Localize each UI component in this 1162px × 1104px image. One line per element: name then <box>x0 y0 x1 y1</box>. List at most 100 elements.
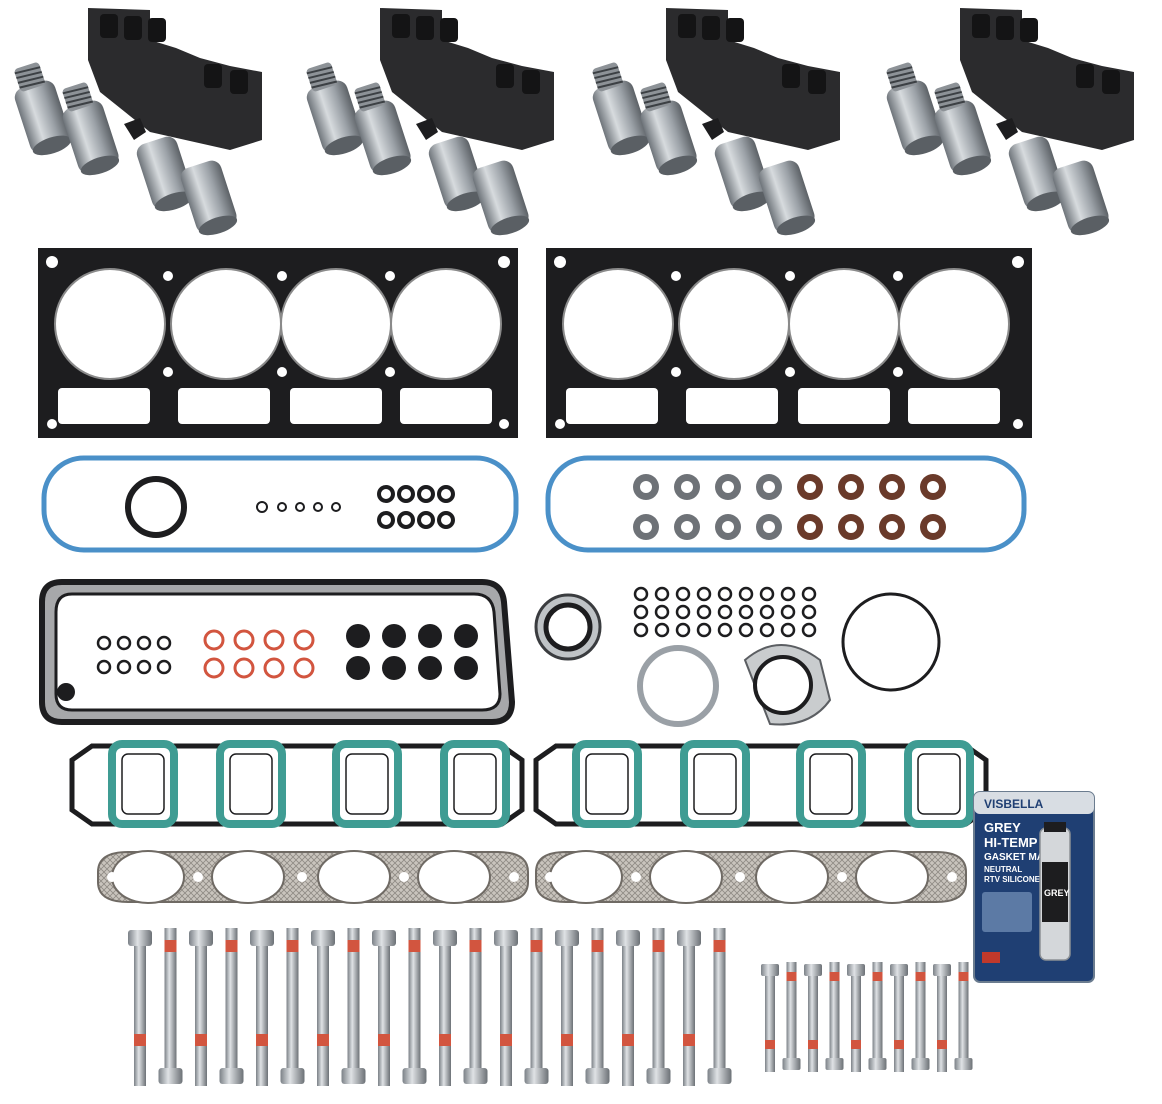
guide-bore <box>678 14 696 38</box>
lifter-guide-tray <box>666 8 840 150</box>
lifter-roller-end <box>32 135 72 156</box>
intake-port-inner <box>453 753 497 815</box>
spring-coil <box>65 95 92 104</box>
valley-o-ring <box>116 659 132 675</box>
valley-o-ring <box>156 635 172 651</box>
guide-bore <box>1020 18 1038 42</box>
spring-coil <box>14 66 41 75</box>
bolt-shank <box>378 946 390 1086</box>
valve-stem-seals <box>633 474 946 540</box>
thread-lock <box>765 1040 775 1049</box>
valley-grommet <box>418 656 442 680</box>
guide-bore <box>702 16 720 40</box>
bolt-shank <box>256 946 268 1086</box>
stem-seal-bore <box>804 521 816 533</box>
bolt-shank <box>894 976 904 1072</box>
thread-lock <box>786 972 797 981</box>
lifter-body <box>758 160 815 234</box>
guide-bore <box>124 16 142 40</box>
lifter-roller-end <box>324 135 364 156</box>
bolt-head <box>677 930 701 946</box>
tray-bolt <box>996 118 1018 140</box>
stem-seal-bore <box>886 521 898 533</box>
o-ring-grid <box>633 586 817 638</box>
bolt-head <box>341 1068 366 1084</box>
thread-lock <box>591 940 604 952</box>
intake-port-inner <box>585 753 629 815</box>
o-ring <box>780 586 796 602</box>
valve-cover-gasket-right <box>545 455 1027 553</box>
o-ring <box>437 485 455 503</box>
stem-seal-bore <box>845 521 857 533</box>
package-line1: GREY <box>984 820 1021 835</box>
o-ring <box>759 604 775 620</box>
hydraulic-lifter <box>14 62 72 156</box>
guide-bore <box>808 70 826 94</box>
valley-o-ring <box>116 635 132 651</box>
guide-bore <box>1102 70 1120 94</box>
lifter-roller-end <box>1026 191 1066 212</box>
bolt-head <box>311 930 335 946</box>
intake-port-inner <box>229 753 273 815</box>
thread-lock <box>256 1034 268 1046</box>
o-ring <box>417 511 435 529</box>
hydraulic-lifter <box>180 160 238 236</box>
o-ring <box>717 604 733 620</box>
sealant-tube: GREY <box>1039 822 1071 961</box>
bolt-shank <box>851 976 861 1072</box>
bolt-head <box>707 1068 732 1084</box>
exhaust-bolt-hole <box>545 872 555 882</box>
o-ring <box>675 604 691 620</box>
valley-o-ring <box>96 659 112 675</box>
o-ring <box>696 586 712 602</box>
guide-bore <box>522 70 540 94</box>
stem-seal-bore <box>845 481 857 493</box>
thread-lock <box>439 1034 451 1046</box>
o-ring <box>759 586 775 602</box>
spring-coil <box>592 66 619 75</box>
intake-port-inner <box>809 753 853 815</box>
thread-lock <box>164 940 177 952</box>
o-ring <box>654 604 670 620</box>
exhaust-gasket-body <box>535 851 967 903</box>
valley-orange-seal <box>233 657 255 679</box>
head-bolt-long <box>189 930 213 1086</box>
lifter-set <box>886 8 1134 236</box>
tray-bolt <box>124 118 146 140</box>
valley-orange-seal <box>263 629 285 651</box>
head-bolt-long <box>372 930 396 1086</box>
valley-grommet <box>346 656 370 680</box>
thread-lock <box>808 1040 818 1049</box>
exhaust-bolt-hole <box>107 872 117 882</box>
stem-seal-bore <box>804 481 816 493</box>
thread-lock <box>134 1034 146 1046</box>
guide-bore <box>100 14 118 38</box>
valley-grommet <box>418 624 442 648</box>
bolt-head <box>189 930 213 946</box>
bolt-head <box>555 930 579 946</box>
head-bolt-long <box>677 930 701 1086</box>
bolt-head <box>128 930 152 946</box>
head-bolt-short <box>911 962 930 1070</box>
lifter-body <box>180 160 237 234</box>
intake-port-inner <box>345 753 389 815</box>
bolt-shank <box>286 928 299 1070</box>
spring-coil <box>936 90 962 100</box>
spring-coil <box>308 70 334 80</box>
small-o-ring <box>295 502 305 512</box>
guide-bore <box>416 16 434 40</box>
valley-orange-seal <box>203 629 225 651</box>
exhaust-bolt-hole <box>947 872 957 882</box>
o-ring <box>717 622 733 638</box>
exhaust-port <box>549 850 623 904</box>
head-bolt-long <box>463 928 488 1084</box>
head-bolt-short <box>825 962 844 1070</box>
valve-cover-gasket-left <box>41 455 519 553</box>
small-o-ring <box>313 502 323 512</box>
lifter-body <box>714 136 771 210</box>
bolt-shank <box>808 976 818 1072</box>
flag-icon <box>982 952 1000 963</box>
spring-coil <box>597 80 624 89</box>
valley-cover-gasket <box>39 579 516 725</box>
stem-seal-bore <box>640 481 652 493</box>
